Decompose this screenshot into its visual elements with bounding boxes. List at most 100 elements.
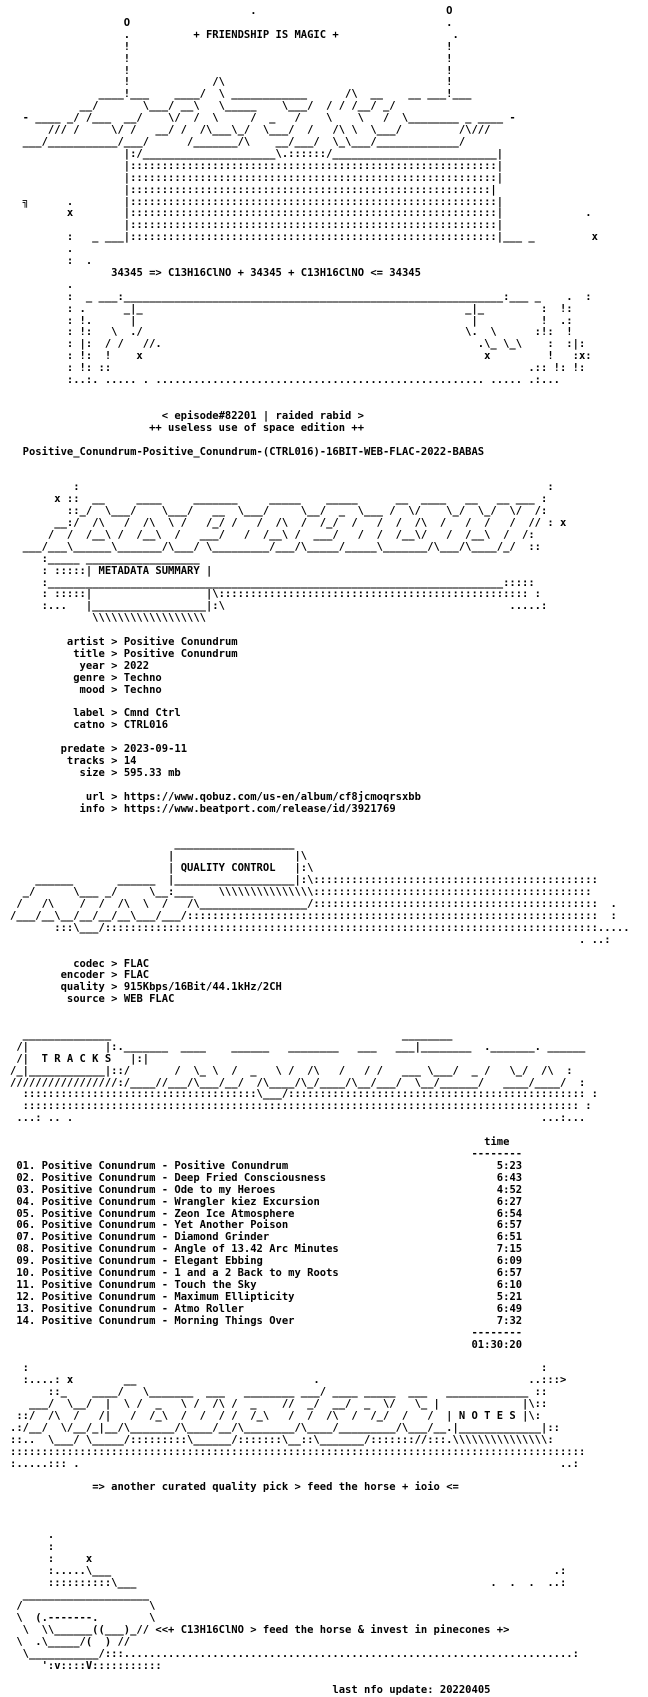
track-number: 13. bbox=[16, 1302, 36, 1315]
track-title: Positive Conundrum - Morning Things Over bbox=[41, 1314, 295, 1327]
field-key: info bbox=[79, 802, 105, 815]
field-value: Positive Conundrum bbox=[123, 647, 238, 660]
track-row: 01. Positive Conundrum - Positive Conund… bbox=[10, 1160, 522, 1172]
update-date: 20220405 bbox=[439, 1683, 491, 1696]
field-value[interactable]: https://www.qobuz.com/us-en/album/cf8jcm… bbox=[123, 790, 421, 803]
track-title: Positive Conundrum - Elegant Ebbing bbox=[41, 1255, 263, 1268]
track-time: 6:09 bbox=[496, 1255, 523, 1268]
track-time: 5:23 bbox=[496, 1159, 523, 1172]
tracks-banner-art-bottom: /_|____________|::/ / \_ \ / _ \ / /\ / … bbox=[10, 1064, 598, 1125]
track-row: 04. Positive Conundrum - Wrangler kiez E… bbox=[10, 1196, 522, 1208]
field-value: Cmnd Ctrl bbox=[123, 707, 181, 720]
quality-banner-art-bottom: ______ ______ |___________________|:\:::… bbox=[10, 874, 630, 946]
chemical-equation: 34345 => C13H16ClNO + 34345 + C13H16ClNO… bbox=[111, 266, 421, 279]
time-column-header: time bbox=[484, 1136, 510, 1149]
field-key: year bbox=[79, 659, 105, 672]
field-value: FLAC bbox=[123, 969, 150, 982]
track-number: 07. bbox=[16, 1231, 36, 1244]
track-row: 09. Positive Conundrum - Elegant Ebbing … bbox=[10, 1255, 522, 1267]
field-key: source bbox=[66, 993, 105, 1006]
field-value: CTRL016 bbox=[123, 719, 169, 732]
notes-line: => another curated quality pick > feed t… bbox=[92, 1481, 459, 1494]
field-key: artist bbox=[66, 636, 105, 649]
track-title: Positive Conundrum - Positive Conundrum bbox=[41, 1159, 289, 1172]
field-value: 2023-09-11 bbox=[123, 743, 188, 756]
field-key: codec bbox=[73, 957, 105, 970]
track-number: 08. bbox=[16, 1243, 36, 1256]
track-time: 6:51 bbox=[496, 1231, 523, 1244]
field-key: tracks bbox=[66, 755, 105, 768]
track-number: 12. bbox=[16, 1290, 36, 1303]
track-title: Positive Conundrum - Deep Fried Consciou… bbox=[41, 1171, 327, 1184]
field-key: label bbox=[73, 707, 105, 720]
field-row: quality > 915Kbps/16Bit/44.1kHz/2CH bbox=[60, 981, 282, 994]
track-title: Positive Conundrum - 1 and a 2 Back to m… bbox=[41, 1267, 339, 1280]
header-ascii-art: . O O . . + FRIENDSHIP IS MAGIC + . ! bbox=[22, 5, 598, 268]
track-title: Positive Conundrum - Atmo Roller bbox=[41, 1302, 244, 1315]
metadata-banner-art-bottom: :_______________________________________… bbox=[41, 576, 548, 625]
track-time: 7:32 bbox=[496, 1314, 523, 1327]
field-row: url > https://www.qobuz.com/us-en/album/… bbox=[85, 790, 421, 803]
track-number: 14. bbox=[16, 1314, 36, 1327]
release-name: Positive_Conundrum-Positive_Conundrum-(C… bbox=[22, 445, 485, 458]
track-number: 10. bbox=[16, 1267, 36, 1280]
field-key: quality bbox=[60, 981, 105, 994]
field-value: FLAC bbox=[123, 957, 150, 970]
field-row: encoder > FLAC bbox=[60, 969, 150, 982]
field-value[interactable]: https://www.beatport.com/release/id/3921… bbox=[123, 802, 396, 815]
footer-ascii-art-bottom: \ .\_____/( ) // \___________/:::.......… bbox=[16, 1636, 579, 1672]
field-key: predate bbox=[60, 743, 105, 756]
track-number: 09. bbox=[16, 1255, 36, 1268]
track-row: 13. Positive Conundrum - Atmo Roller 6:4… bbox=[10, 1303, 522, 1315]
field-row: catno > CTRL016 bbox=[73, 719, 169, 732]
track-number: 06. bbox=[16, 1219, 36, 1232]
track-title: Positive Conundrum - Zeon Ice Atmosphere bbox=[41, 1207, 295, 1220]
track-title: Positive Conundrum - Maximum Ellipticity bbox=[41, 1290, 295, 1303]
field-key: genre bbox=[73, 671, 105, 684]
field-row: artist > Positive Conundrum bbox=[66, 636, 238, 649]
field-key: encoder bbox=[60, 969, 105, 982]
track-row: 10. Positive Conundrum - 1 and a 2 Back … bbox=[10, 1267, 522, 1279]
update-label: last nfo update: bbox=[332, 1683, 434, 1696]
notes-banner-art-bottom: .:/__/ \/__/_|__/\_______/\____/__/\____… bbox=[10, 1421, 586, 1470]
field-row: title > Positive Conundrum bbox=[73, 647, 238, 660]
track-time: 7:15 bbox=[496, 1243, 523, 1256]
track-number: 03. bbox=[16, 1183, 36, 1196]
pinecone-line: <<+ C13H16ClNO > feed the horse & invest… bbox=[155, 1624, 510, 1637]
track-row: 12. Positive Conundrum - Maximum Ellipti… bbox=[10, 1291, 522, 1303]
track-title: Positive Conundrum - Yet Another Poison bbox=[41, 1219, 289, 1232]
field-key: catno bbox=[73, 719, 105, 732]
track-number: 01. bbox=[16, 1159, 36, 1172]
field-row: label > Cmnd Ctrl bbox=[73, 707, 181, 720]
field-value: Positive Conundrum bbox=[123, 636, 238, 649]
track-row: 08. Positive Conundrum - Angle of 13.42 … bbox=[10, 1243, 522, 1255]
metadata-heading: METADATA SUMMARY bbox=[98, 564, 200, 577]
field-row: predate > 2023-09-11 bbox=[60, 743, 188, 756]
time-column-rule: -------- bbox=[471, 1148, 523, 1160]
field-value: 14 bbox=[123, 755, 137, 768]
track-row: 14. Positive Conundrum - Morning Things … bbox=[10, 1315, 522, 1327]
track-time: 6:57 bbox=[496, 1219, 523, 1232]
field-key: mood bbox=[79, 683, 105, 696]
track-number: 05. bbox=[16, 1207, 36, 1220]
track-time: 5:21 bbox=[496, 1290, 523, 1303]
total-rule: -------- bbox=[471, 1326, 523, 1339]
quality-list: codec > FLAC encoder > FLAC quality > 91… bbox=[10, 958, 282, 1006]
track-title: Positive Conundrum - Touch the Sky bbox=[41, 1278, 257, 1291]
field-row: year > 2022 bbox=[79, 659, 150, 672]
field-value: Techno bbox=[123, 683, 162, 696]
track-title: Positive Conundrum - Angle of 13.42 Arc … bbox=[41, 1243, 339, 1256]
footer-ascii-art-mid: ____________________ / \ bbox=[16, 1588, 156, 1613]
tracklist: 01. Positive Conundrum - Positive Conund… bbox=[10, 1160, 522, 1327]
field-value: 915Kbps/16Bit/44.1kHz/2CH bbox=[123, 981, 282, 994]
tracks-heading: T R A C K S bbox=[41, 1052, 112, 1065]
field-row: codec > FLAC bbox=[73, 957, 150, 970]
field-key: size bbox=[79, 767, 105, 779]
track-time: 6:27 bbox=[496, 1195, 523, 1208]
track-title: Positive Conundrum - Wrangler kiez Excur… bbox=[41, 1195, 320, 1208]
track-row: 05. Positive Conundrum - Zeon Ice Atmosp… bbox=[10, 1208, 522, 1220]
track-row: 03. Positive Conundrum - Ode to my Heroe… bbox=[10, 1184, 522, 1196]
header-ascii-art-bottom: . : _ ___:______________________________… bbox=[66, 278, 592, 387]
episode-line: < episode#82201 | raided rabid > bbox=[161, 409, 365, 422]
